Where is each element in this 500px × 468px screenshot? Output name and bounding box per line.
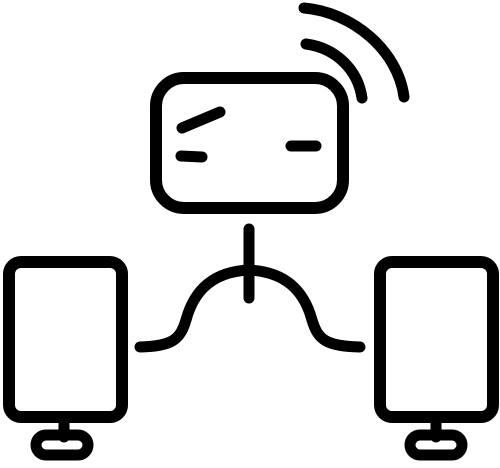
device-right-screen — [374, 256, 499, 423]
wifi-arc-inner — [300, 38, 368, 104]
router-icon — [150, 72, 349, 214]
router-highlight-stroke — [176, 106, 226, 134]
connector-branch-right — [243, 264, 366, 353]
router-indicator-left — [175, 150, 208, 163]
device-left-icon — [3, 256, 128, 461]
connector-branch-left — [134, 264, 255, 353]
router-body — [150, 72, 349, 214]
wifi-signal-icon — [298, 2, 410, 104]
device-left-screen — [3, 256, 128, 423]
connector-icon — [134, 223, 366, 353]
wifi-arc-outer — [298, 2, 410, 103]
device-right-base — [404, 429, 468, 461]
device-left-base — [30, 429, 94, 461]
device-right-icon — [374, 256, 499, 461]
